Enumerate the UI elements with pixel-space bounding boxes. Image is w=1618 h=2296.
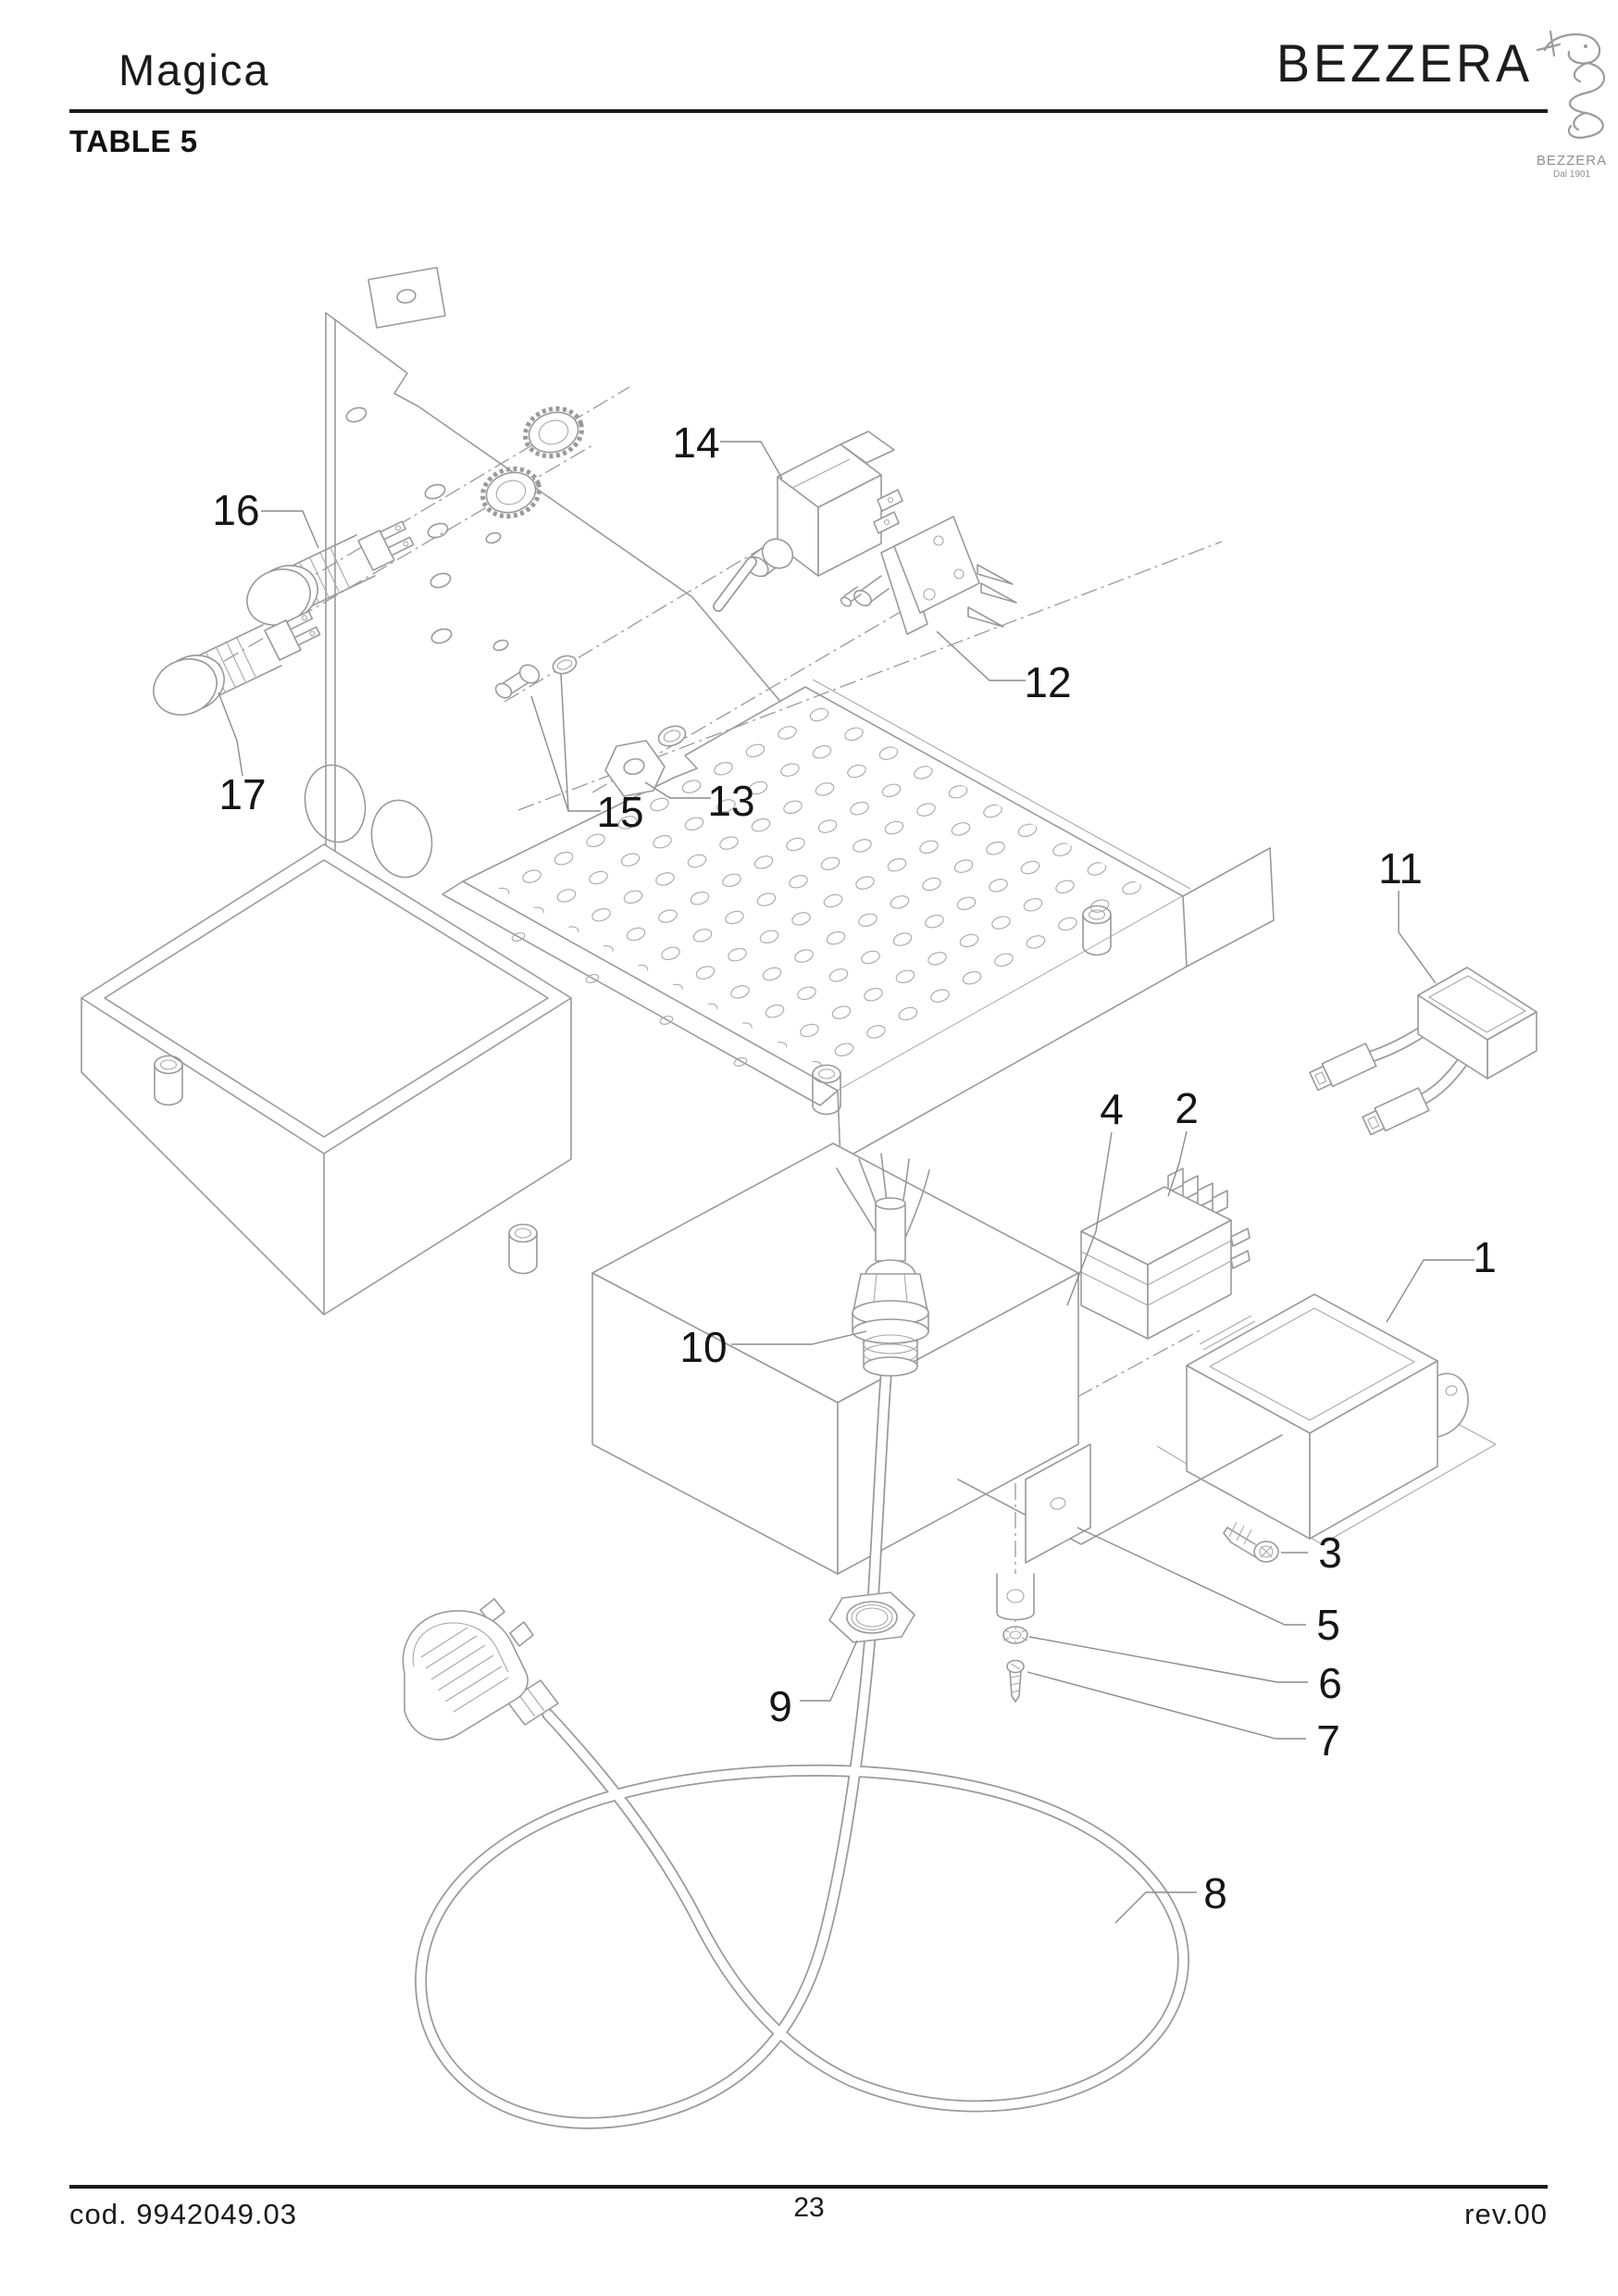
perforated-tray [442, 679, 1275, 1162]
leader-line-part-15 [560, 673, 569, 812]
part-label-5: 5 [1316, 1601, 1340, 1649]
part-label-17: 17 [218, 770, 266, 818]
leader-line-part-6 [1028, 1636, 1308, 1683]
leader-line-part-12 [936, 630, 1026, 681]
leader-line-part-8 [1114, 1891, 1197, 1924]
bezzera-serpent-icon [1536, 30, 1606, 139]
part-label-9: 9 [768, 1682, 792, 1730]
ring-nuts [477, 402, 588, 524]
leader-line-part-4 [1066, 1131, 1113, 1306]
leader-line-part-16 [261, 510, 319, 549]
document-code: cod. 9942049.03 [69, 2198, 297, 2230]
logo-since: Dal 1901 [1552, 169, 1591, 180]
leader-line-part-7 [1027, 1671, 1306, 1740]
table-title: TABLE 5 [69, 124, 198, 158]
part-label-6: 6 [1318, 1659, 1342, 1707]
model-name: Magica [118, 45, 270, 94]
page-number: 23 [793, 2192, 825, 2223]
indicator-light-17 [143, 610, 321, 726]
toggle-switch-14 [713, 430, 903, 612]
leader-line-part-9 [800, 1640, 858, 1702]
header-rule [69, 109, 1548, 113]
leader-line-part-10 [731, 1330, 867, 1345]
part-label-2: 2 [1175, 1084, 1199, 1132]
screw-3 [1223, 1521, 1279, 1563]
revision: rev.00 [1464, 2198, 1548, 2230]
hex-nut-13 [604, 740, 666, 797]
terminal-block-2 [1080, 1167, 1251, 1340]
power-plug [402, 1598, 559, 1741]
screw-7 [1006, 1659, 1025, 1703]
connector-box-11 [1309, 967, 1537, 1136]
part-label-14: 14 [672, 418, 719, 467]
power-cord-8 [415, 1371, 1189, 2129]
part-label-15: 15 [596, 788, 643, 836]
brand-wordmark: BEZZERA [1276, 34, 1533, 94]
relay-box-1 [1156, 1293, 1497, 1545]
logo-caption: BEZZERA [1536, 153, 1608, 168]
leader-line-part-17 [218, 692, 243, 777]
part-label-8: 8 [1203, 1869, 1227, 1917]
leader-line-part-13 [644, 781, 711, 799]
enclosure-box [591, 1142, 1079, 1575]
leader-line-part-11 [1398, 891, 1437, 984]
part-label-11: 11 [1378, 844, 1423, 892]
washer-6 [1002, 1626, 1028, 1644]
part-label-13: 13 [707, 777, 754, 825]
part-label-12: 12 [1024, 658, 1071, 706]
locknut-9 [828, 1591, 915, 1643]
leader-line-part-14 [720, 441, 783, 480]
part-label-4: 4 [1100, 1085, 1124, 1133]
mounting-plate-5 [957, 1434, 1283, 1621]
leader-line-part-5 [1077, 1527, 1306, 1626]
part-label-16: 16 [212, 486, 259, 534]
base-tray [81, 843, 572, 1316]
leader-line-part-2 [1167, 1130, 1188, 1197]
footer-rule [69, 2185, 1548, 2189]
part-label-1: 1 [1473, 1233, 1497, 1281]
microswitch-12 [840, 516, 1017, 635]
part-label-7: 7 [1316, 1716, 1340, 1765]
leader-line-part-1 [1386, 1259, 1475, 1323]
brand-logo: BEZZERA Dal 1901 [1529, 22, 1614, 180]
part-label-3: 3 [1318, 1529, 1342, 1577]
washers-and-stud-15 [494, 655, 687, 747]
cable-gland-10 [836, 1153, 930, 1377]
part-label-10: 10 [679, 1323, 727, 1371]
leader-line-part-15 [530, 695, 601, 812]
